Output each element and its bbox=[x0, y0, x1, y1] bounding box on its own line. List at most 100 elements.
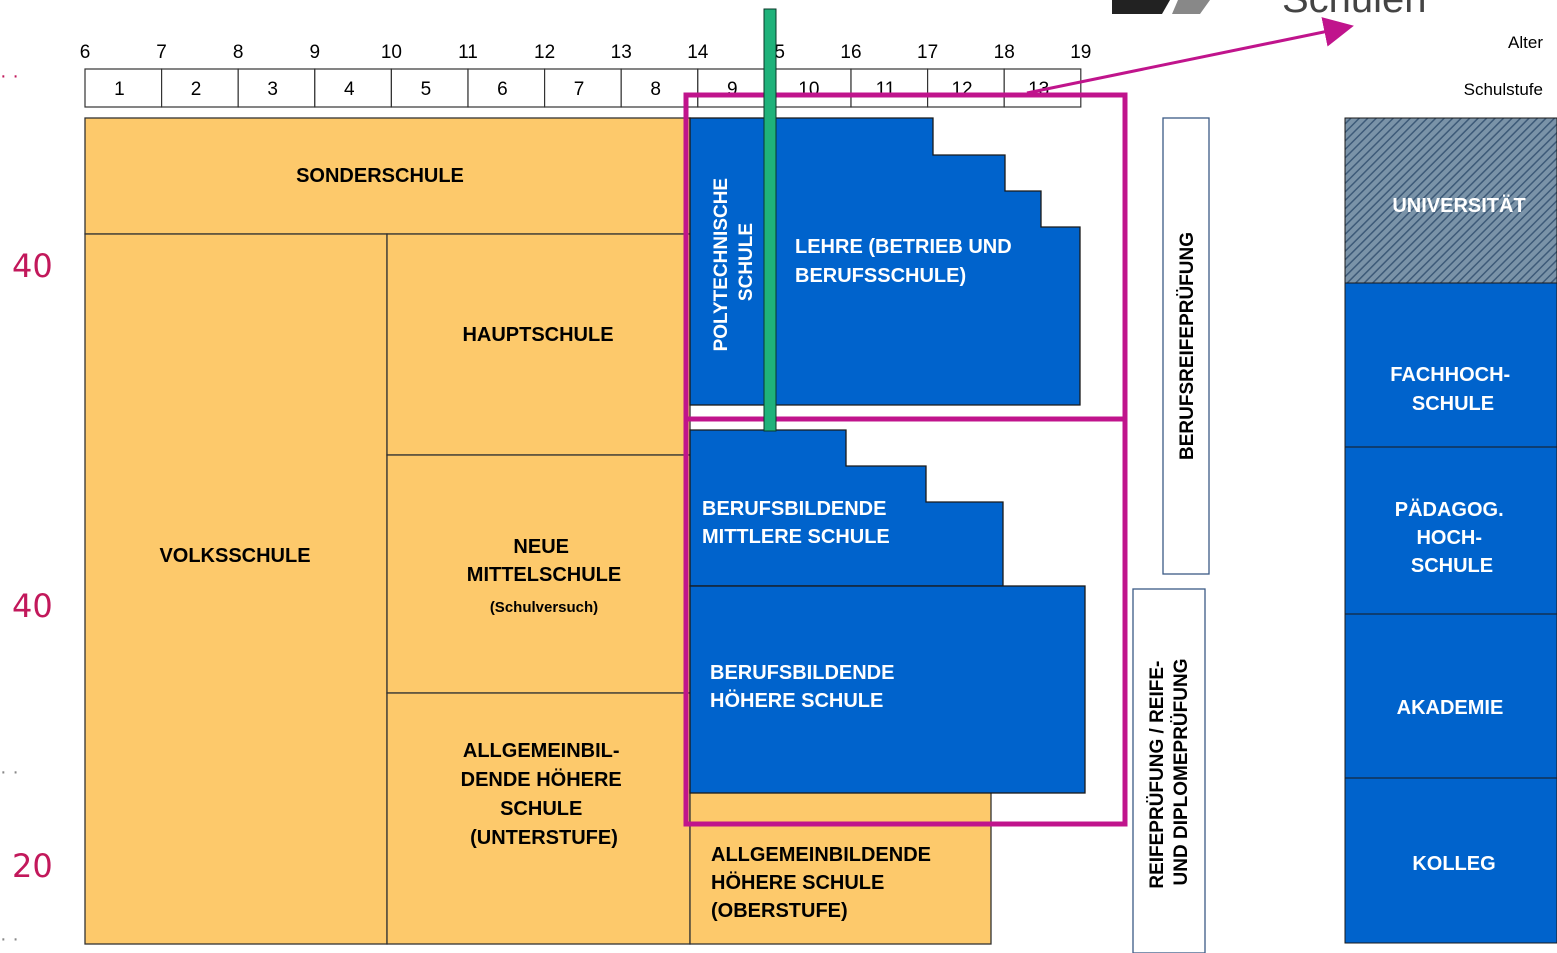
label-bhs: BERUFSBILDENDE HÖHERE SCHULE bbox=[710, 662, 900, 712]
age-tick: 11 bbox=[458, 42, 478, 63]
label-sonderschule: SONDERSCHULE bbox=[296, 165, 464, 187]
grade-cell bbox=[467, 68, 546, 108]
highlight-lower bbox=[683, 416, 1128, 827]
logo-text: Schulen bbox=[1282, 0, 1427, 21]
age-tick: 9 bbox=[310, 42, 321, 63]
side-number-1: 40 bbox=[12, 247, 53, 285]
label-ph-line2: HOCH- bbox=[1416, 527, 1482, 549]
grade-cell bbox=[543, 68, 622, 108]
block-hauptschule bbox=[386, 233, 691, 456]
label-reife-line1: REIFEPRÜFUNG / REIFE- bbox=[1147, 661, 1168, 889]
grade-tick: 4 bbox=[344, 79, 355, 100]
label-ahs-unter-line4: (UNTERSTUFE) bbox=[470, 827, 618, 849]
label-nms-line1: NEUE bbox=[513, 536, 569, 558]
grade-tick: 6 bbox=[497, 79, 508, 100]
age-row: 678910111213141516171819 bbox=[80, 42, 1092, 63]
tertiary-column bbox=[1344, 117, 1557, 944]
side-number-2: 40 bbox=[12, 587, 53, 625]
label-poly-line1: POLYTECHNISCHE bbox=[711, 178, 732, 352]
age-tick: 13 bbox=[611, 42, 632, 63]
label-bhs-line2: HÖHERE SCHULE bbox=[710, 689, 883, 712]
label-reife-line2: UND DIPLOMEPRÜFUNG bbox=[1171, 659, 1192, 886]
grade-tick: 8 bbox=[650, 79, 661, 100]
grade-tick: 5 bbox=[421, 79, 432, 100]
label-bms-line1: BERUFSBILDENDE bbox=[702, 498, 886, 520]
label-ahs-unter-line2: DENDE HÖHERE bbox=[461, 768, 622, 791]
label-reifepruefung: REIFEPRÜFUNG / REIFE- UND DIPLOMEPRÜFUNG bbox=[1147, 655, 1192, 888]
side-ellipsis-1: · · bbox=[0, 65, 19, 87]
label-akademie: AKADEMIE bbox=[1397, 697, 1504, 719]
block-akademie bbox=[1344, 613, 1557, 779]
age-tick: 14 bbox=[687, 42, 709, 63]
label-lehre: LEHRE (BETRIEB UND BERUFSSCHULE) bbox=[795, 236, 1017, 287]
label-nms-line2: MITTELSCHULE bbox=[467, 564, 621, 586]
label-bhs-line1: BERUFSBILDENDE bbox=[710, 662, 894, 684]
grade-tick: 1 bbox=[114, 79, 125, 100]
label-ph-line1: PÄDAGOG. bbox=[1395, 498, 1504, 521]
grade-cell bbox=[773, 68, 852, 108]
label-kolleg: KOLLEG bbox=[1412, 853, 1495, 875]
box-reifepruefung bbox=[1132, 588, 1206, 953]
block-lehre bbox=[765, 117, 1081, 406]
side-ellipsis-3: · · bbox=[0, 928, 19, 950]
block-polytechnische bbox=[689, 117, 767, 406]
label-fh-line1: FACHHOCH- bbox=[1390, 364, 1510, 386]
grade-cell bbox=[926, 68, 1005, 108]
grade-cell bbox=[161, 68, 239, 108]
label-nms-note: (Schulversuch) bbox=[490, 599, 598, 616]
block-fachhochschule bbox=[1344, 282, 1557, 448]
block-universitaet bbox=[1344, 117, 1557, 284]
label-polytechnische: POLYTECHNISCHE SCHULE bbox=[711, 173, 757, 352]
side-ellipsis-2: · · bbox=[0, 761, 19, 783]
grade-label: Schulstufe bbox=[1464, 80, 1543, 99]
age-tick: 7 bbox=[156, 42, 167, 63]
block-ahs-unterstufe bbox=[386, 692, 691, 945]
age-label: Alter bbox=[1508, 33, 1543, 52]
block-nms bbox=[386, 454, 691, 694]
label-berufsreifepruefung: BERUFSREIFEPRÜFUNG bbox=[1177, 232, 1198, 460]
label-ph-line3: SCHULE bbox=[1411, 555, 1493, 577]
label-fachhochschule: FACHHOCH- SCHULE bbox=[1390, 364, 1516, 415]
general-education-blocks bbox=[84, 117, 992, 945]
age-tick: 19 bbox=[1070, 42, 1091, 63]
label-hauptschule: HAUPTSCHULE bbox=[462, 324, 613, 346]
age-tick: 18 bbox=[994, 42, 1015, 63]
label-ahs-unterstufe: ALLGEMEINBIL- DENDE HÖHERE SCHULE (UNTER… bbox=[461, 740, 628, 849]
label-lehre-line1: LEHRE (BETRIEB UND bbox=[795, 236, 1012, 258]
vocational-blocks bbox=[689, 117, 1086, 794]
label-ahs-unter-line1: ALLGEMEINBIL- bbox=[463, 740, 620, 762]
logo-fragment: Schulen bbox=[1112, 0, 1427, 21]
label-bms-line2: MITTLERE SCHULE bbox=[702, 526, 890, 548]
arrow-to-logo bbox=[1026, 17, 1354, 95]
label-bms: BERUFSBILDENDE MITTLERE SCHULE bbox=[702, 498, 892, 548]
label-fh-line2: SCHULE bbox=[1412, 393, 1494, 415]
grade-tick: 3 bbox=[267, 79, 278, 100]
age-tick: 12 bbox=[534, 42, 555, 63]
label-ahs-ober-line3: (OBERSTUFE) bbox=[711, 900, 848, 922]
block-kolleg bbox=[1344, 777, 1557, 944]
box-berufsreifepruefung bbox=[1162, 117, 1210, 575]
label-universitaet: UNIVERSITÄT bbox=[1392, 194, 1525, 217]
highlight-frames bbox=[683, 92, 1128, 827]
grade-tick: 7 bbox=[574, 79, 585, 100]
label-paedagogische-hochschule: PÄDAGOG. HOCH- SCHULE bbox=[1395, 498, 1509, 577]
label-ahs-ober-line2: HÖHERE SCHULE bbox=[711, 871, 884, 894]
age-tick: 17 bbox=[917, 42, 938, 63]
block-bhs bbox=[689, 585, 1086, 794]
label-ahs-unter-line3: SCHULE bbox=[500, 798, 582, 820]
block-sonderschule bbox=[84, 117, 691, 235]
marker-line bbox=[763, 8, 777, 432]
age-tick: 10 bbox=[381, 42, 402, 63]
label-poly-line2: SCHULE bbox=[736, 223, 757, 301]
block-ahs-oberstufe bbox=[689, 789, 992, 945]
grade-cell bbox=[1003, 68, 1082, 108]
label-lehre-line2: BERUFSSCHULE) bbox=[795, 265, 966, 287]
age-tick: 8 bbox=[233, 42, 244, 63]
block-volksschule bbox=[84, 233, 388, 945]
block-paedagogische-hochschule bbox=[1344, 446, 1557, 615]
grade-tick: 9 bbox=[727, 79, 738, 100]
label-ahs-ober-line1: ALLGEMEINBILDENDE bbox=[711, 844, 931, 866]
grade-cell bbox=[697, 68, 775, 108]
grade-row: 12345678910111213 bbox=[84, 68, 1082, 108]
side-number-3: 20 bbox=[12, 847, 53, 885]
